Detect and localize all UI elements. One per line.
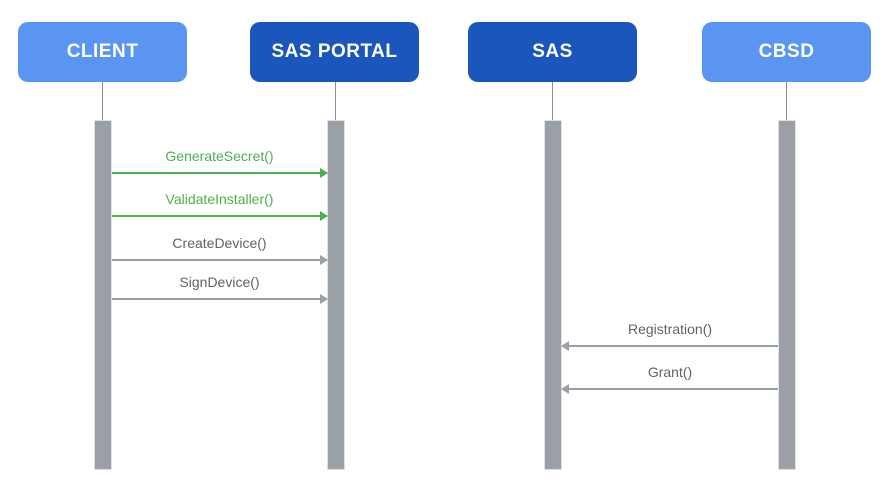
arrowhead-right-icon xyxy=(320,294,328,304)
message-label-create-device: CreateDevice() xyxy=(172,235,267,251)
activation-bar-cbsd xyxy=(778,120,796,470)
arrowhead-left-icon xyxy=(561,341,569,351)
actor-label-cbsd: CBSD xyxy=(758,41,815,62)
message-line-generate-secret xyxy=(112,172,327,174)
message-label-sign-device: SignDevice() xyxy=(179,274,260,290)
lifeline-cbsd xyxy=(786,82,787,122)
message-line-registration xyxy=(562,345,778,347)
actor-label-sas-portal: SAS PORTAL xyxy=(271,41,398,62)
actor-label-client: CLIENT xyxy=(66,41,139,62)
message-label-validate-installer: ValidateInstaller() xyxy=(165,191,274,207)
message-line-grant xyxy=(562,388,778,390)
actor-box-client[interactable]: CLIENT xyxy=(18,22,187,82)
message-label-grant: Grant() xyxy=(647,364,693,380)
activation-bar-sas-portal xyxy=(327,120,345,470)
actor-box-sas[interactable]: SAS xyxy=(468,22,637,82)
arrowhead-right-icon xyxy=(320,255,328,265)
message-label-generate-secret: GenerateSecret() xyxy=(165,148,274,164)
message-line-validate-installer xyxy=(112,215,327,217)
lifeline-sas xyxy=(552,82,553,122)
lifeline-sas-portal xyxy=(335,82,336,122)
message-line-sign-device xyxy=(112,298,327,300)
actor-box-sas-portal[interactable]: SAS PORTAL xyxy=(250,22,419,82)
arrowhead-right-icon xyxy=(320,211,328,221)
arrowhead-left-icon xyxy=(561,384,569,394)
message-label-registration: Registration() xyxy=(627,321,713,337)
message-line-create-device xyxy=(112,259,327,261)
arrowhead-right-icon xyxy=(320,168,328,178)
lifeline-client xyxy=(102,82,103,122)
actor-label-sas: SAS xyxy=(532,41,573,62)
actor-box-cbsd[interactable]: CBSD xyxy=(702,22,871,82)
activation-bar-sas xyxy=(544,120,562,470)
activation-bar-client xyxy=(94,120,112,470)
